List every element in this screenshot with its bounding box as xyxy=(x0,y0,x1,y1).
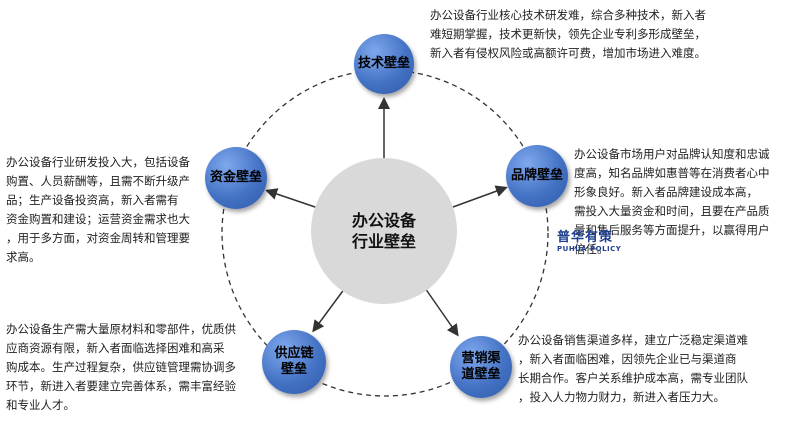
desc-line: 求高。 xyxy=(6,250,41,264)
desc-line: ，新入者面临困难，因领先企业已与渠道商 xyxy=(518,352,737,366)
tech-barrier-node: 技术壁垒 xyxy=(354,34,414,94)
desc-line: 环节，新进入者要建立完善体系，需丰富经验 xyxy=(6,379,236,393)
desc-line: 量和售后服务等方面提升，以赢得用户 xyxy=(574,223,770,237)
desc-line: 信任。 xyxy=(574,242,609,256)
center-line1: 办公设备 xyxy=(351,211,416,230)
desc-line: 应商资源有限，新入者面临选择困难和高采 xyxy=(6,341,225,355)
brand-barrier-node: 品牌壁垒 xyxy=(506,145,568,207)
channel-barrier-node: 营销渠 道壁垒 xyxy=(450,336,512,398)
desc-line: 品；生产设备投资高，新入者需有 xyxy=(6,193,179,207)
desc-line: 新入者有侵权风险或高额许可费，增加市场进入难度。 xyxy=(430,46,706,60)
desc-line: 度高，知名品牌如惠普等在消费者心中 xyxy=(574,166,770,180)
supply-barrier-label-1: 供应链 xyxy=(274,346,314,361)
arrow-to-capital xyxy=(265,188,319,209)
capital-barrier-node: 资金壁垒 xyxy=(205,147,267,209)
desc-line: 需投入大量资金和时间，且要在产品质 xyxy=(574,204,770,218)
arrow-to-supply xyxy=(312,287,346,333)
brand-barrier-description: 办公设备市场用户对品牌认知度和忠诚 度高，知名品牌如惠普等在消费者心中 形象良好… xyxy=(574,145,784,259)
arrow-to-channel xyxy=(424,287,459,337)
tech-barrier-description: 办公设备行业核心技术研发难，综合多种技术，新入者 难短期掌握，技术更新快，领先企… xyxy=(430,6,730,63)
desc-line: 办公设备行业核心技术研发难，综合多种技术，新入者 xyxy=(430,8,706,22)
channel-barrier-label-1: 营销渠 xyxy=(461,351,501,366)
desc-line: 办公设备市场用户对品牌认知度和忠诚 xyxy=(574,147,770,161)
tech-barrier-label: 技术壁垒 xyxy=(357,56,410,71)
desc-line: 和专业人才。 xyxy=(6,398,75,412)
desc-line: ，用于多方面，对资金周转和管理要 xyxy=(6,231,190,245)
watermark-cn: 普华有策 xyxy=(557,230,614,245)
supply-barrier-node: 供应链 壁垒 xyxy=(262,330,326,394)
brand-barrier-label: 品牌壁垒 xyxy=(510,168,563,183)
center-node: 办公设备 行业壁垒 xyxy=(311,158,457,304)
supply-barrier-label-2: 壁垒 xyxy=(280,362,307,377)
watermark-logo: 普华有策 PUHUA POLICY xyxy=(557,226,621,253)
desc-line: 办公设备销售渠道多样，建立广泛稳定渠道难 xyxy=(518,333,748,347)
watermark-en: PUHUA POLICY xyxy=(557,245,622,253)
desc-line: 资金购置和建设；运营资金需求也大 xyxy=(6,212,190,226)
channel-barrier-description: 办公设备销售渠道多样，建立广泛稳定渠道难 ，新入者面临困难，因领先企业已与渠道商… xyxy=(518,331,782,407)
desc-line: 形象良好。新入者品牌建设成本高， xyxy=(574,185,758,199)
arrow-to-brand xyxy=(452,185,508,208)
desc-line: 购置、人员薪酬等，且需不断升级产 xyxy=(6,174,190,188)
desc-line: 办公设备生产需大量原材料和零部件，优质供 xyxy=(6,322,236,336)
desc-line: 购成本。生产过程复杂，供应链管理需协调多 xyxy=(6,360,236,374)
capital-barrier-description: 办公设备行业研发投入大，包括设备 购置、人员薪酬等，且需不断升级产 品；生产设备… xyxy=(6,153,206,267)
desc-line: 长期合作。客户关系维护成本高，需专业团队 xyxy=(518,371,748,385)
desc-line: ，投入人力物力财力，新进入者压力大。 xyxy=(518,390,725,404)
center-line2: 行业壁垒 xyxy=(351,232,416,251)
channel-barrier-label-2: 道壁垒 xyxy=(461,367,501,382)
desc-line: 办公设备行业研发投入大，包括设备 xyxy=(6,155,190,169)
supply-barrier-description: 办公设备生产需大量原材料和零部件，优质供 应商资源有限，新入者面临选择困难和高采… xyxy=(6,320,266,415)
capital-barrier-label: 资金壁垒 xyxy=(209,170,262,185)
desc-line: 难短期掌握，技术更新快，领先企业专利多形成壁垒， xyxy=(430,27,706,41)
